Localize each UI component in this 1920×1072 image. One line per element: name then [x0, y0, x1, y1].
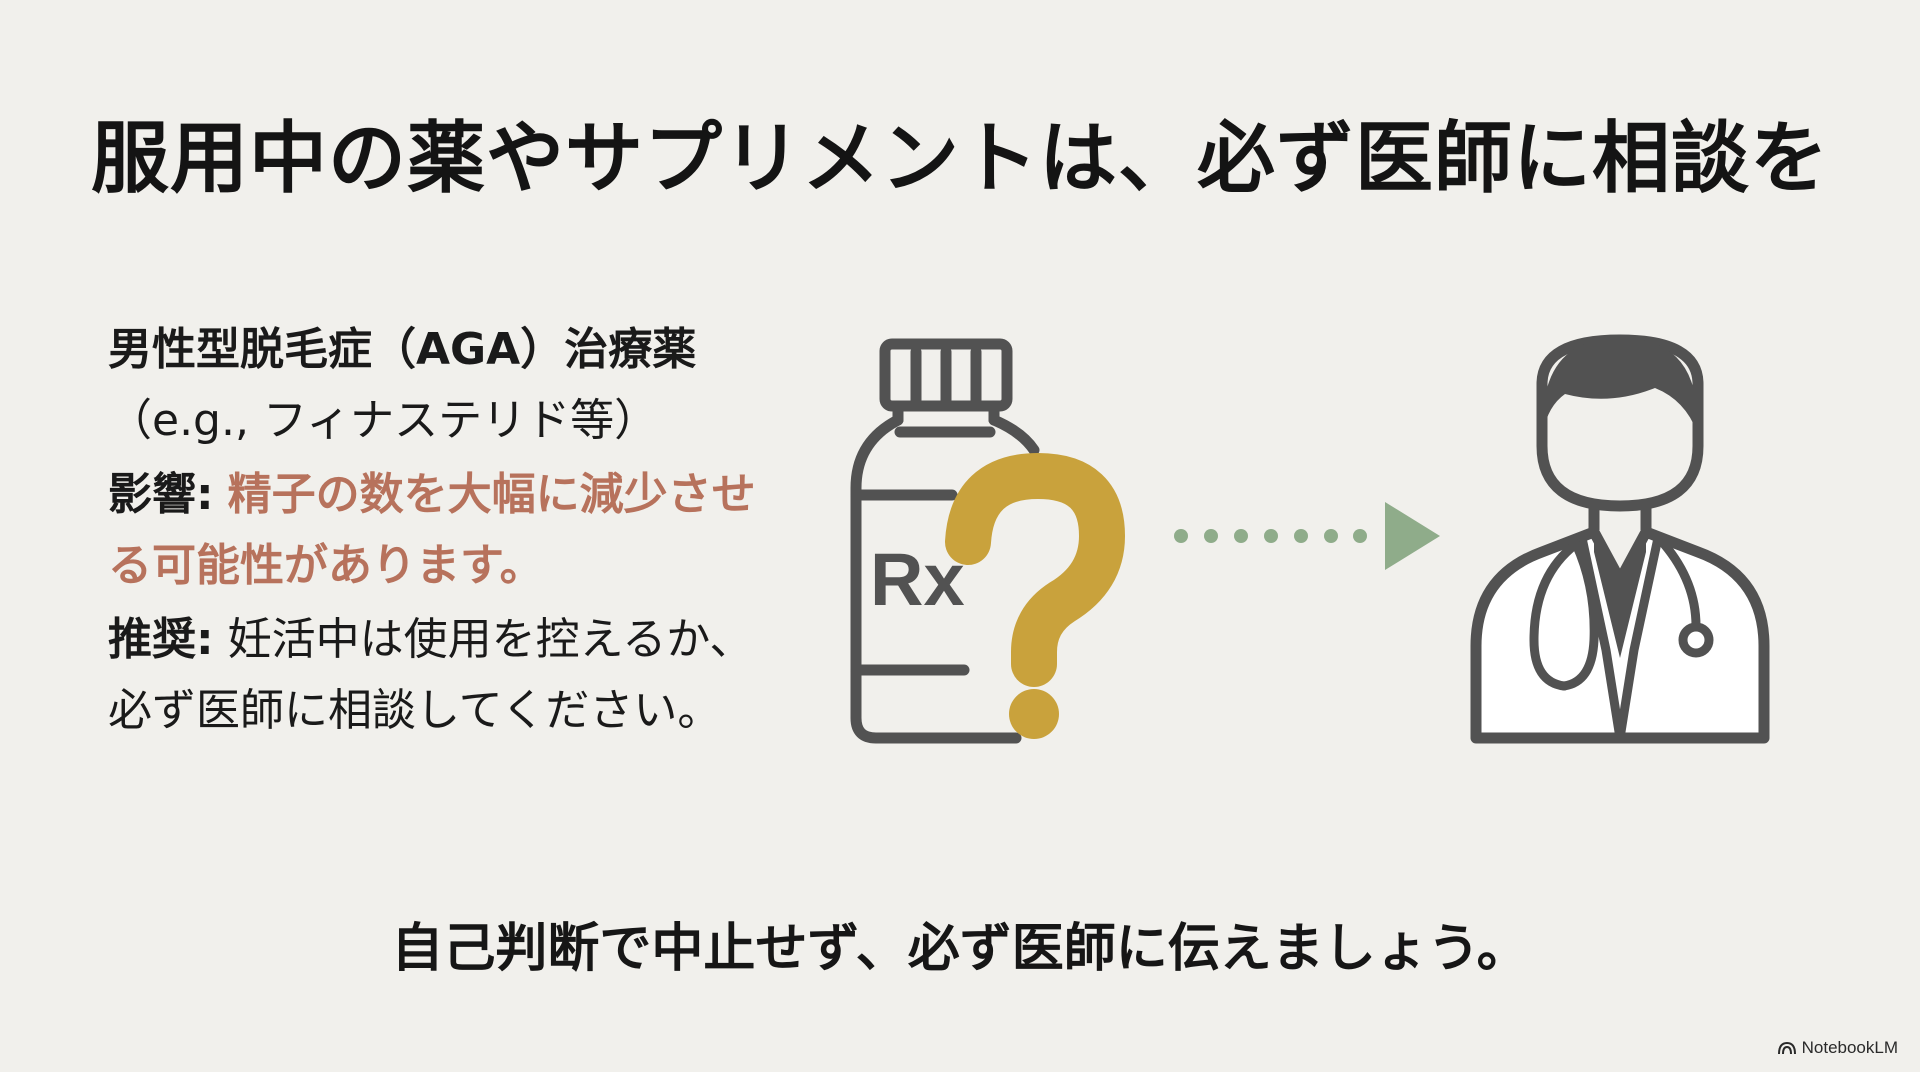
question-mark-icon: [945, 453, 1125, 739]
recommend-row: 推奨: 妊活中は使用を控えるか、必ず医師に相談してください。: [108, 604, 768, 746]
slide-title: 服用中の薬やサプリメントは、必ず医師に相談を: [90, 114, 1829, 204]
impact-text: 精子の数を大幅に減少させる可能性があります。: [108, 469, 756, 591]
drug-info-block: 男性型脱毛症（AGA）治療薬 （e.g., フィナステリド等） 影響: 精子の数…: [108, 314, 768, 746]
drug-heading: 男性型脱毛症（AGA）治療薬: [108, 324, 697, 375]
recommend-label: 推奨:: [108, 614, 214, 665]
recommend-text: 妊活中は使用を控えるか、必ず医師に相談してください。: [108, 614, 754, 736]
stethoscope-icon: [1529, 539, 1714, 691]
pill-bottle-icon: [850, 338, 1040, 744]
drug-example: （e.g., フィナステリド等）: [108, 395, 659, 446]
impact-label: 影響:: [108, 469, 214, 520]
consult-illustration: Rx: [850, 334, 1770, 744]
impact-row: 影響: 精子の数を大幅に減少させる可能性があります。: [108, 459, 768, 601]
brand-label: NotebookLM: [1801, 1038, 1898, 1057]
doctor-icon: [1470, 334, 1770, 744]
notebooklm-logo-icon: [1777, 1041, 1796, 1055]
footer-message: 自己判断で中止せず、必ず医師に伝えましょう。: [391, 919, 1529, 979]
brand-watermark: NotebookLM: [1777, 1038, 1898, 1058]
dotted-arrow-icon: [1174, 502, 1440, 570]
